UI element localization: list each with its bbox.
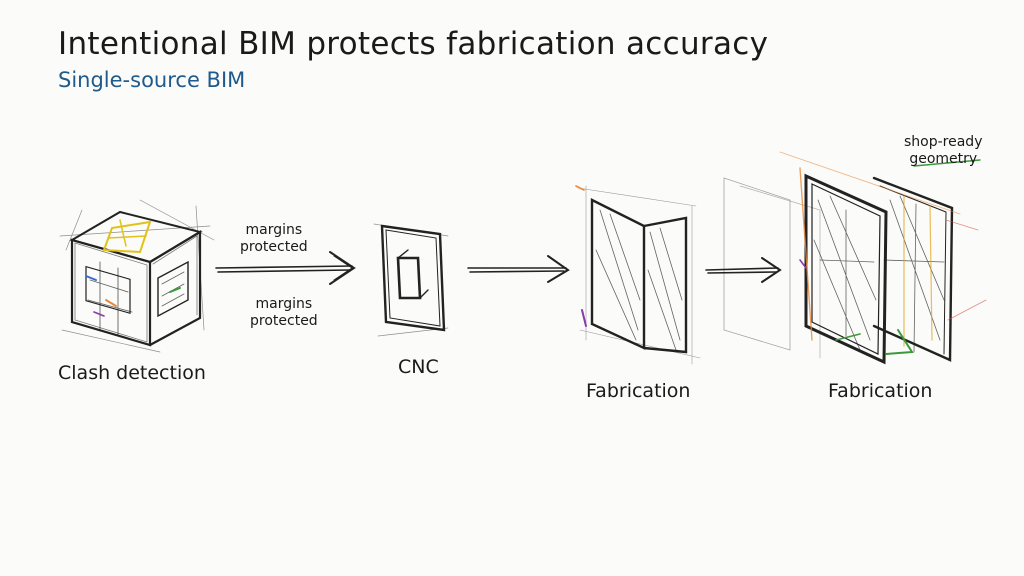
- stage-label-cnc: CNC: [398, 356, 439, 378]
- stage-label-fabrication: Fabrication: [586, 380, 691, 402]
- page-title: Intentional BIM protects fabrication acc…: [58, 26, 769, 62]
- arrow-3-icon: [705, 257, 782, 283]
- page-subtitle: Single-source BIM: [58, 68, 246, 92]
- annotation-line: protected: [240, 239, 308, 255]
- annotation-line: protected: [250, 313, 318, 329]
- fabrication-panels-icon: [575, 185, 701, 365]
- annotation-margins-top: margins protected: [240, 222, 308, 256]
- annotation-margins-bottom: margins protected: [250, 296, 318, 330]
- arrow-1-icon: [215, 251, 356, 285]
- annotation-line: margins: [255, 296, 313, 312]
- stage-label-fabrication-final: Fabrication: [828, 380, 933, 402]
- annotation-line: margins: [245, 222, 303, 238]
- annotation-shop-ready: shop-ready geometry: [904, 134, 982, 168]
- clash-detection-cube-icon: [59, 199, 215, 353]
- arrow-2-icon: [467, 255, 570, 283]
- cnc-panel-icon: [373, 223, 449, 337]
- annotation-line: geometry: [909, 151, 978, 167]
- shop-ready-panels-icon: [723, 151, 987, 365]
- annotation-line: shop-ready: [904, 134, 983, 150]
- stage-label-clash-detection: Clash detection: [58, 362, 206, 384]
